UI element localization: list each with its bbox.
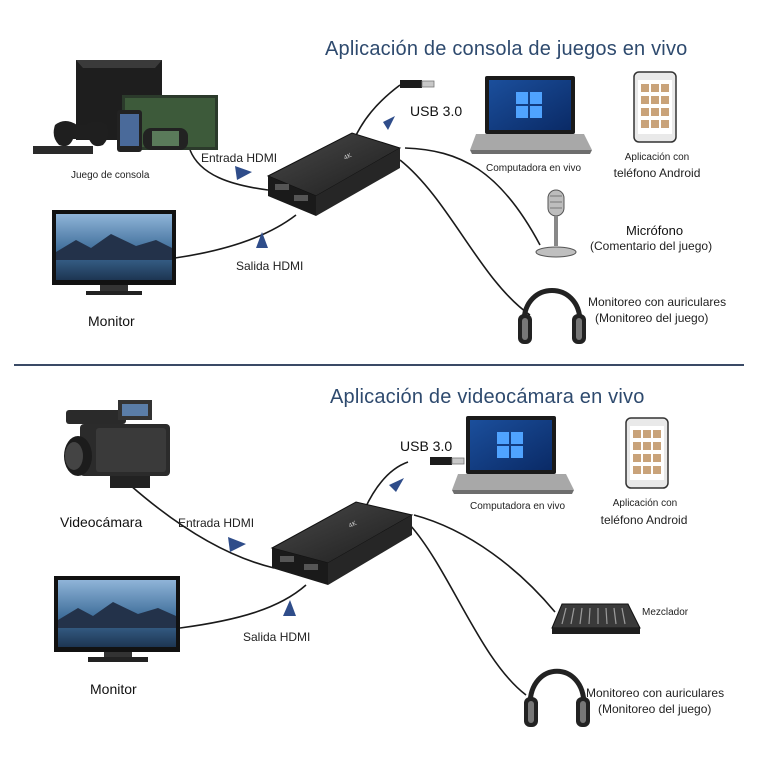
camera-label: Videocámara — [60, 514, 143, 530]
arrow-icon — [228, 478, 404, 616]
top-phone-label-1: Aplicación con — [624, 152, 690, 163]
microphone-icon — [535, 189, 577, 258]
headphones-icon — [518, 288, 586, 344]
top-headphones-label-1: Monitoreo con auriculares — [588, 295, 727, 309]
arrow-icon — [235, 116, 395, 248]
monitor-icon — [52, 210, 176, 295]
top-title: Aplicación de consola de juegos en vivo — [325, 38, 688, 60]
laptop-icon — [452, 416, 574, 494]
bottom-computer-label: Computadora en vivo — [470, 501, 566, 512]
bottom-phone-label-2: teléfono Android — [600, 513, 688, 527]
svg-text:4K: 4K — [343, 152, 354, 162]
top-phone-label-2: teléfono Android — [613, 166, 701, 180]
bottom-cables — [129, 461, 556, 696]
svg-text:4K: 4K — [348, 519, 359, 529]
bottom-usb-label: USB 3.0 — [400, 438, 453, 454]
bottom-hdmi-out-label: Salida HDMI — [243, 630, 311, 644]
usb-plug-icon — [430, 457, 465, 465]
bottom-monitor-label: Monitor — [90, 681, 137, 697]
camcorder-icon — [64, 400, 170, 488]
mixer-icon — [551, 603, 641, 634]
top-headphones-label-2: (Monitoreo del juego) — [595, 311, 709, 325]
top-usb-label: USB 3.0 — [410, 103, 463, 119]
mixer-label: Mezclador — [642, 607, 689, 618]
game-console-icon — [33, 60, 218, 154]
top-hdmi-out-label: Salida HDMI — [236, 259, 304, 273]
bottom-headphones-label-1: Monitoreo con auriculares — [586, 686, 725, 700]
top-monitor-label: Monitor — [88, 313, 135, 329]
console-label: Juego de consola — [71, 170, 150, 181]
bottom-title: Aplicación de videocámara en vivo — [330, 386, 645, 408]
bottom-headphones-label-2: (Monitoreo del juego) — [598, 702, 712, 716]
bottom-phone-label-1: Aplicación con — [612, 498, 678, 509]
usb-plug-icon — [400, 80, 435, 88]
section-divider — [14, 364, 744, 366]
bottom-hdmi-in-label: Entrada HDMI — [178, 516, 255, 530]
headphones-icon — [524, 668, 590, 727]
microphone-label-1: Micrófono — [626, 223, 684, 238]
capture-card-icon: 4K — [266, 132, 402, 216]
monitor-icon — [54, 576, 180, 662]
top-computer-label: Computadora en vivo — [486, 163, 582, 174]
microphone-label-2: (Comentario del juego) — [590, 239, 713, 253]
capture-card-icon: 4K — [270, 501, 414, 585]
laptop-icon — [470, 76, 592, 154]
phone-icon — [625, 417, 669, 489]
phone-icon — [633, 71, 677, 143]
top-hdmi-in-label: Entrada HDMI — [201, 151, 278, 165]
